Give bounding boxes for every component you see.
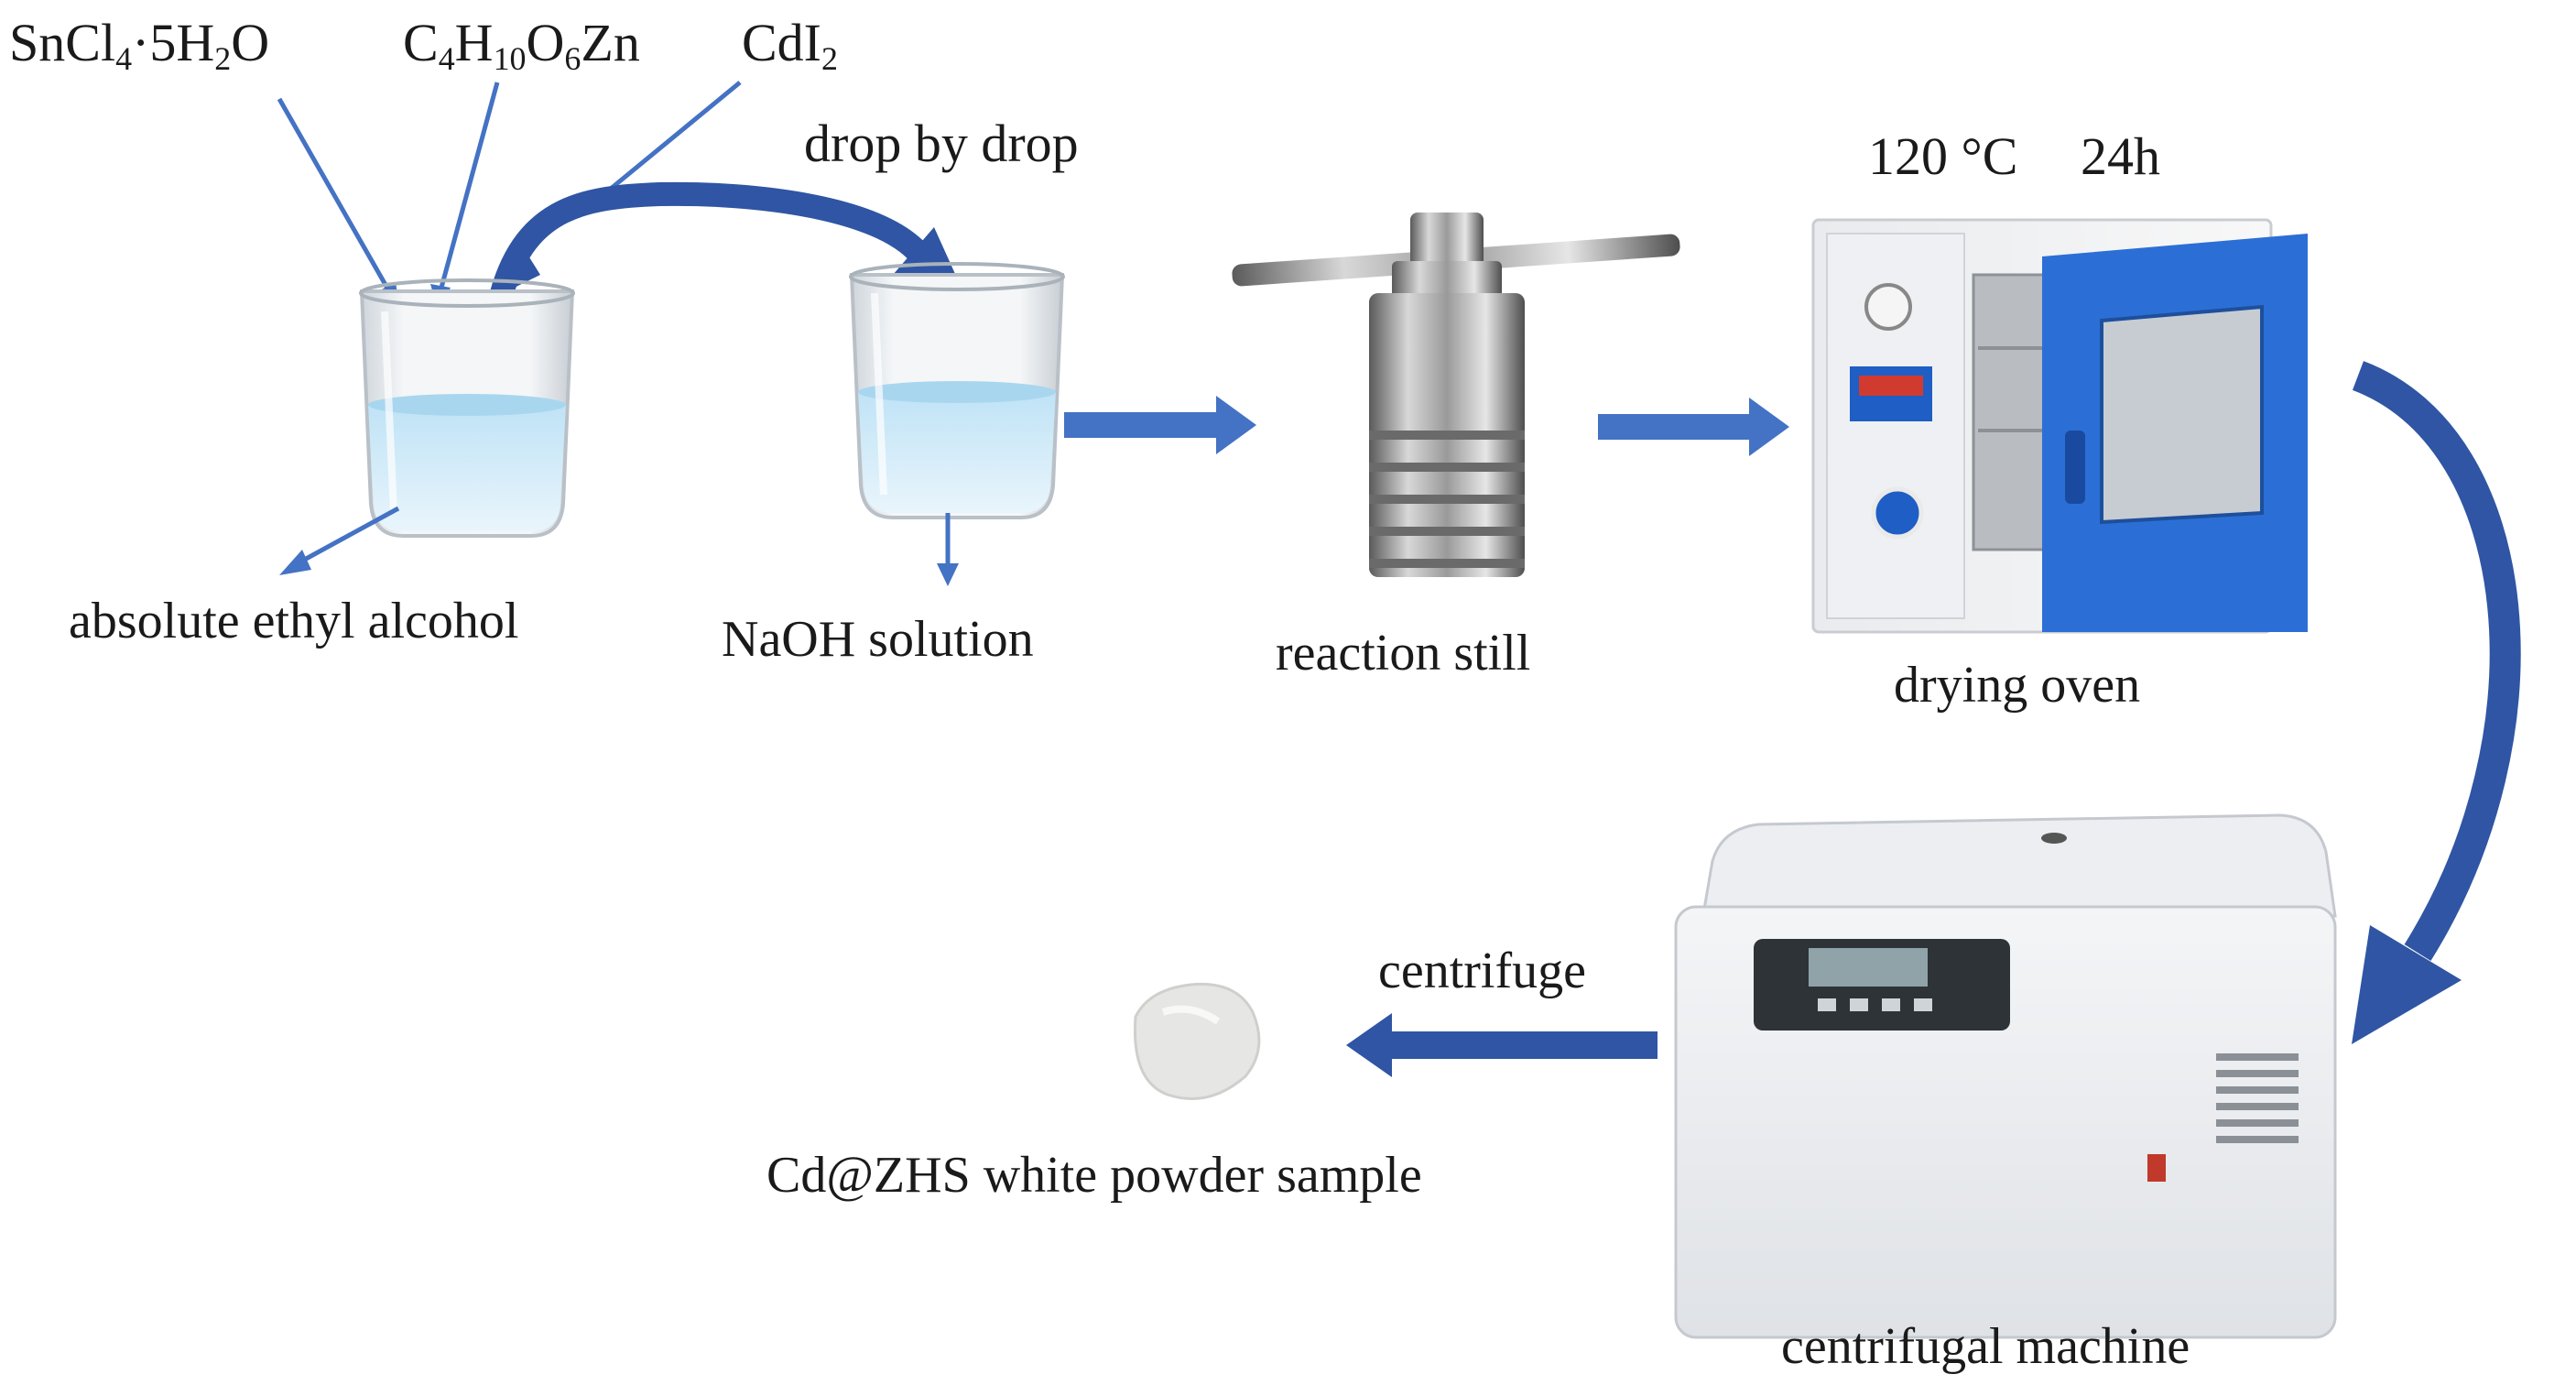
reagent-sncl4: SnCl4·5H2O: [9, 13, 270, 78]
white-powder-sample: [1133, 982, 1261, 1100]
arrow-to-drying-oven: [1598, 398, 1789, 456]
powder-sample-label: Cd@ZHS white powder sample: [766, 1147, 1422, 1204]
drying-oven: [1811, 218, 2308, 634]
centrifuge-step-label: centrifuge: [1378, 943, 1586, 999]
absolute-ethyl-alcohol-label: absolute ethyl alcohol: [69, 593, 519, 649]
condition-time: 24h: [2081, 126, 2160, 186]
condition-temperature: 120 °C: [1868, 126, 2018, 186]
drop-by-drop-arrow: [488, 181, 960, 305]
drying-oven-label: drying oven: [1894, 657, 2141, 714]
reagent-cdi2: CdI2: [742, 13, 838, 78]
reaction-still-label: reaction still: [1276, 625, 1531, 682]
reagent-arrow-zinc: [430, 82, 500, 310]
reaction-still: [1232, 213, 1680, 577]
beaker-naoh: [849, 262, 1065, 519]
naoh-pointer: [937, 513, 959, 586]
arrow-to-powder: [1346, 1013, 1658, 1077]
ethanol-pointer: [279, 506, 400, 575]
naoh-solution-label: NaOH solution: [722, 611, 1034, 668]
reagent-arrow-sncl4: [277, 97, 400, 311]
drop-by-drop-label: drop by drop: [804, 114, 1079, 173]
arrow-to-centrifugal-machine: [2352, 361, 2521, 1044]
reagent-arrow-cdi2: [604, 81, 742, 194]
centrifugal-machine: [1674, 813, 2337, 1339]
beaker-ethanol: [359, 278, 575, 538]
centrifugal-machine-label: centrifugal machine: [1781, 1318, 2190, 1375]
reagent-zinc-compound: C4H10O6Zn: [403, 13, 640, 78]
arrow-to-reaction-still: [1064, 396, 1256, 454]
